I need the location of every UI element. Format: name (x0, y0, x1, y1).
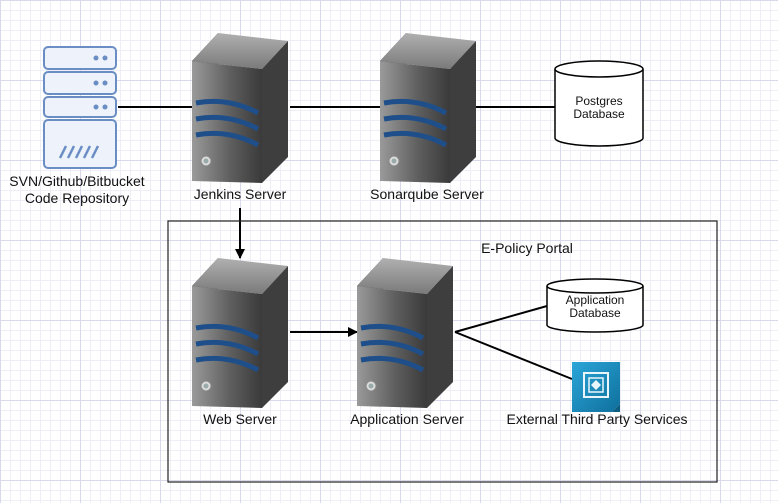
web-server-icon (192, 258, 288, 408)
sonarqube-label: Sonarqube Server (370, 186, 484, 202)
web-server-label: Web Server (203, 411, 277, 427)
app-db-label-line1: Application (565, 293, 625, 307)
application-database-icon (546, 278, 644, 333)
sonarqube-server-icon (380, 33, 476, 183)
jenkins-server-icon (192, 33, 288, 183)
app-db-label: Application Database (547, 294, 643, 320)
repo-label-line1: SVN/Github/Bitbucket (9, 173, 145, 189)
external-service-icon (572, 362, 620, 412)
server-rack-icon (43, 46, 117, 169)
line-app-appdb (454, 305, 548, 333)
portal-boundary (167, 220, 718, 483)
jenkins-label: Jenkins Server (193, 186, 287, 202)
repo-label-line2: Code Repository (24, 190, 130, 206)
repo-label: SVN/Github/Bitbucket Code Repository (2, 173, 152, 207)
app-db-label-line2: Database (569, 306, 621, 320)
postgres-label: Postgres Database (555, 95, 643, 121)
external-services-label: External Third Party Services (506, 411, 688, 427)
postgres-label-line2: Database (573, 107, 625, 121)
postgres-database-icon (554, 60, 644, 147)
portal-title: E-Policy Portal (481, 240, 573, 256)
line-app-external (454, 331, 573, 380)
application-server-label: Application Server (350, 411, 464, 427)
application-server-icon (357, 258, 453, 408)
postgres-label-line1: Postgres (575, 94, 623, 108)
